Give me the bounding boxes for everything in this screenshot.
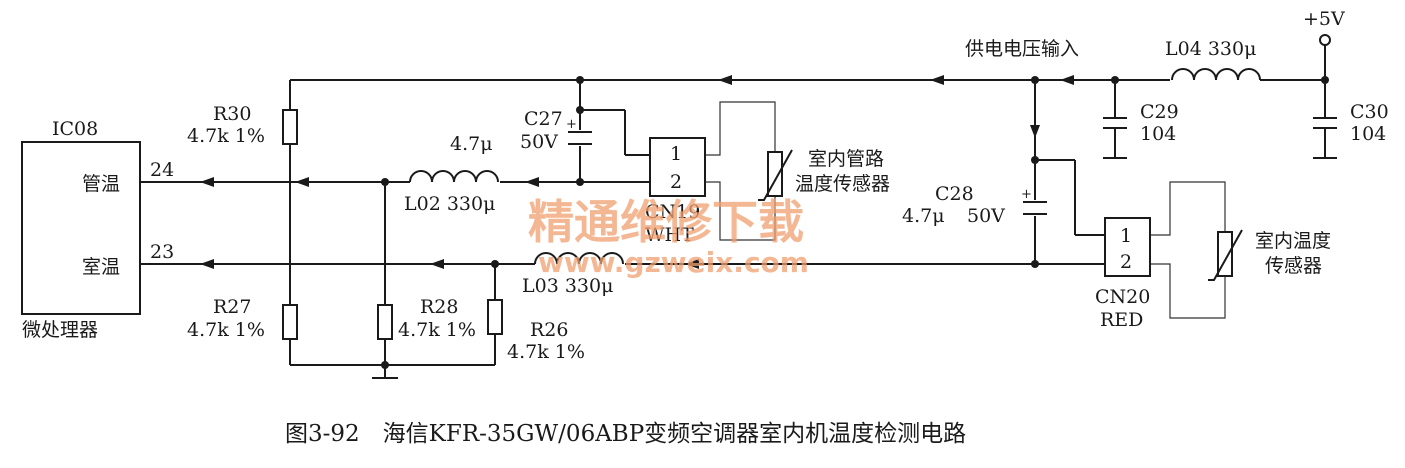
r26-value: 4.7k 1% — [507, 341, 585, 363]
ic08-pin-tube-label: 管温 — [82, 173, 120, 195]
r26-ref: R26 — [530, 319, 568, 341]
l02-label: L02 330μ — [404, 193, 495, 215]
inductor-coils — [409, 68, 1261, 266]
signal-arrows — [200, 75, 1074, 269]
c28-value1: 4.7μ — [902, 205, 945, 227]
cn19-pin1: 1 — [670, 143, 682, 165]
c30-value: 104 — [1350, 123, 1386, 145]
thermistor-icon — [758, 149, 1243, 281]
watermark-url: www.gzweix.com — [538, 246, 809, 279]
cn19-connector-box — [649, 137, 706, 197]
svg-text:+: + — [566, 117, 577, 132]
vcc-terminal — [1319, 34, 1331, 46]
r30-ref: R30 — [213, 103, 251, 125]
cn19-pin2: 2 — [670, 171, 682, 193]
c27-ref: C27 — [524, 108, 563, 130]
c28-ref: C28 — [935, 183, 974, 205]
r27-value: 4.7k 1% — [187, 319, 265, 341]
ic08-desc: 微处理器 — [22, 319, 98, 341]
cn20-connector-box — [1104, 217, 1151, 277]
r30-value: 4.7k 1% — [187, 125, 265, 147]
cn19-color: WHT — [645, 224, 694, 246]
cn19-ref: CN19 — [645, 201, 700, 223]
r28-value: 4.7k 1% — [398, 319, 476, 341]
l04-label: L04 330μ — [1165, 38, 1256, 60]
resistor-bodies — [282, 109, 503, 340]
c28-value2: 50V — [967, 205, 1005, 227]
tube-sensor-label-2: 温度传感器 — [795, 173, 890, 195]
ic08-pin23: 23 — [150, 241, 174, 263]
l03-label: L03 330μ — [522, 275, 613, 297]
r27-ref: R27 — [213, 296, 251, 318]
ic08-ref: IC08 — [52, 118, 98, 140]
c29-ref: C29 — [1140, 101, 1179, 123]
junction-dots — [381, 76, 1329, 369]
ic08-pin24: 24 — [150, 159, 174, 181]
cn20-color: RED — [1100, 309, 1143, 331]
capacitor-plates: + + — [566, 117, 1337, 216]
r28-ref: R28 — [420, 296, 458, 318]
ic08-pin-room-label: 室温 — [82, 256, 120, 278]
watermark-text: 精通维修下载 — [528, 195, 804, 249]
svg-text:+: + — [1021, 187, 1032, 202]
cn20-ref: CN20 — [1095, 286, 1150, 308]
supply-label: 供电电压输入 — [965, 38, 1079, 60]
c30-ref: C30 — [1350, 101, 1389, 123]
c29-value: 104 — [1140, 123, 1176, 145]
l02-top-label: 4.7μ — [450, 133, 493, 155]
figure-caption: 图3-92 海信KFR-35GW/06ABP变频空调器室内机温度检测电路 — [285, 421, 966, 447]
room-sensor-label-1: 室内温度 — [1255, 230, 1331, 252]
vcc-label: +5V — [1303, 8, 1345, 30]
tube-sensor-label-1: 室内管路 — [808, 148, 884, 170]
room-sensor-label-2: 传感器 — [1265, 255, 1322, 277]
ic08-box — [21, 141, 141, 315]
cn20-pin2: 2 — [1120, 251, 1132, 273]
c27-value: 50V — [520, 131, 558, 153]
cn20-pin1: 1 — [1120, 225, 1132, 247]
